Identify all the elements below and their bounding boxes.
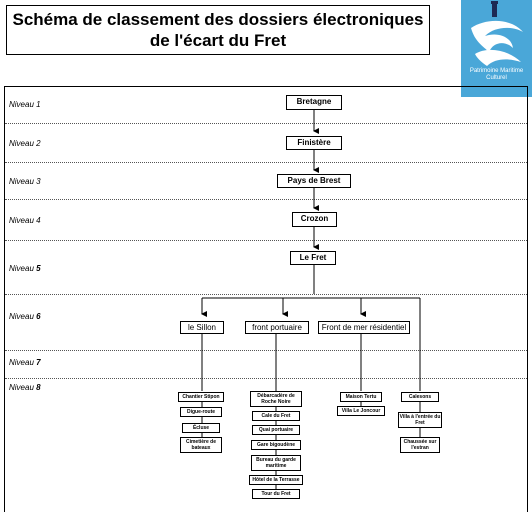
- level-separator: [5, 378, 527, 379]
- node-bretagne: Bretagne: [286, 95, 342, 110]
- node-cale-du-fret: Cale du Fret: [252, 411, 300, 421]
- level-label-5: Niveau 5: [9, 264, 41, 273]
- node-bureau-garde: Bureau du garde maritime: [251, 455, 301, 471]
- node-le-sillon: le Sillon: [180, 321, 224, 334]
- logo-line-2: Culturel: [486, 75, 507, 81]
- node-debarcadere: Débarcadère de Roche Noire: [250, 391, 302, 407]
- node-front-de-mer: Front de mer résidentiel: [318, 321, 410, 334]
- node-gare-bigoudene: Gare bigoudène: [251, 440, 301, 450]
- node-chaussee-estran: Chaussée sur l'estran: [400, 437, 440, 453]
- level-label-6: Niveau 6: [9, 312, 41, 321]
- level-label-4: Niveau 4: [9, 216, 41, 225]
- node-cimetiere-bateaux: Cimetière de bateaux: [180, 437, 222, 453]
- level-separator: [5, 123, 527, 124]
- logo-line-1: Patrimoine Maritime: [469, 68, 524, 74]
- level-separator: [5, 350, 527, 351]
- node-le-fret: Le Fret: [290, 251, 336, 265]
- node-villa-entree-fret: Villa à l'entrée du Fret: [398, 412, 442, 428]
- node-digue-route: Digue-route: [180, 407, 222, 417]
- level-label-3: Niveau 3: [9, 177, 41, 186]
- node-chantier-stipon: Chantier Stipon: [178, 392, 224, 402]
- level-separator: [5, 294, 527, 295]
- level-separator: [5, 240, 527, 241]
- node-front-portuaire: front portuaire: [245, 321, 309, 334]
- title-line-2: de l'écart du Fret: [149, 31, 287, 50]
- level-label-1: Niveau 1: [9, 100, 41, 109]
- node-tour-du-fret: Tour du Fret: [252, 489, 300, 499]
- title-line-1: Schéma de classement des dossiers électr…: [12, 10, 424, 29]
- node-finistere: Finistère: [286, 136, 342, 150]
- node-maison-tertu: Maison Tertu: [340, 392, 382, 402]
- level-separator: [5, 199, 527, 200]
- node-hotel-terrasse: Hôtel de la Terrasse: [249, 475, 303, 485]
- node-quai-portuaire: Quai portuaire: [252, 425, 300, 435]
- node-calesons: Calesons: [401, 392, 439, 402]
- level-label-7: Niveau 7: [9, 358, 41, 367]
- level-separator: [5, 162, 527, 163]
- level-label-8: Niveau 8: [9, 383, 41, 392]
- diagram-frame: [4, 86, 528, 512]
- patrimoine-logo: Patrimoine Maritime Culturel: [461, 0, 532, 97]
- node-villa-le-joncour: Villa Le Joncour: [337, 406, 385, 416]
- level-label-2: Niveau 2: [9, 139, 41, 148]
- diagram-title: Schéma de classement des dossiers électr…: [6, 5, 430, 55]
- node-crozon: Crozon: [292, 212, 337, 227]
- node-ecluse: Écluse: [182, 423, 220, 433]
- node-pays-de-brest: Pays de Brest: [277, 174, 351, 188]
